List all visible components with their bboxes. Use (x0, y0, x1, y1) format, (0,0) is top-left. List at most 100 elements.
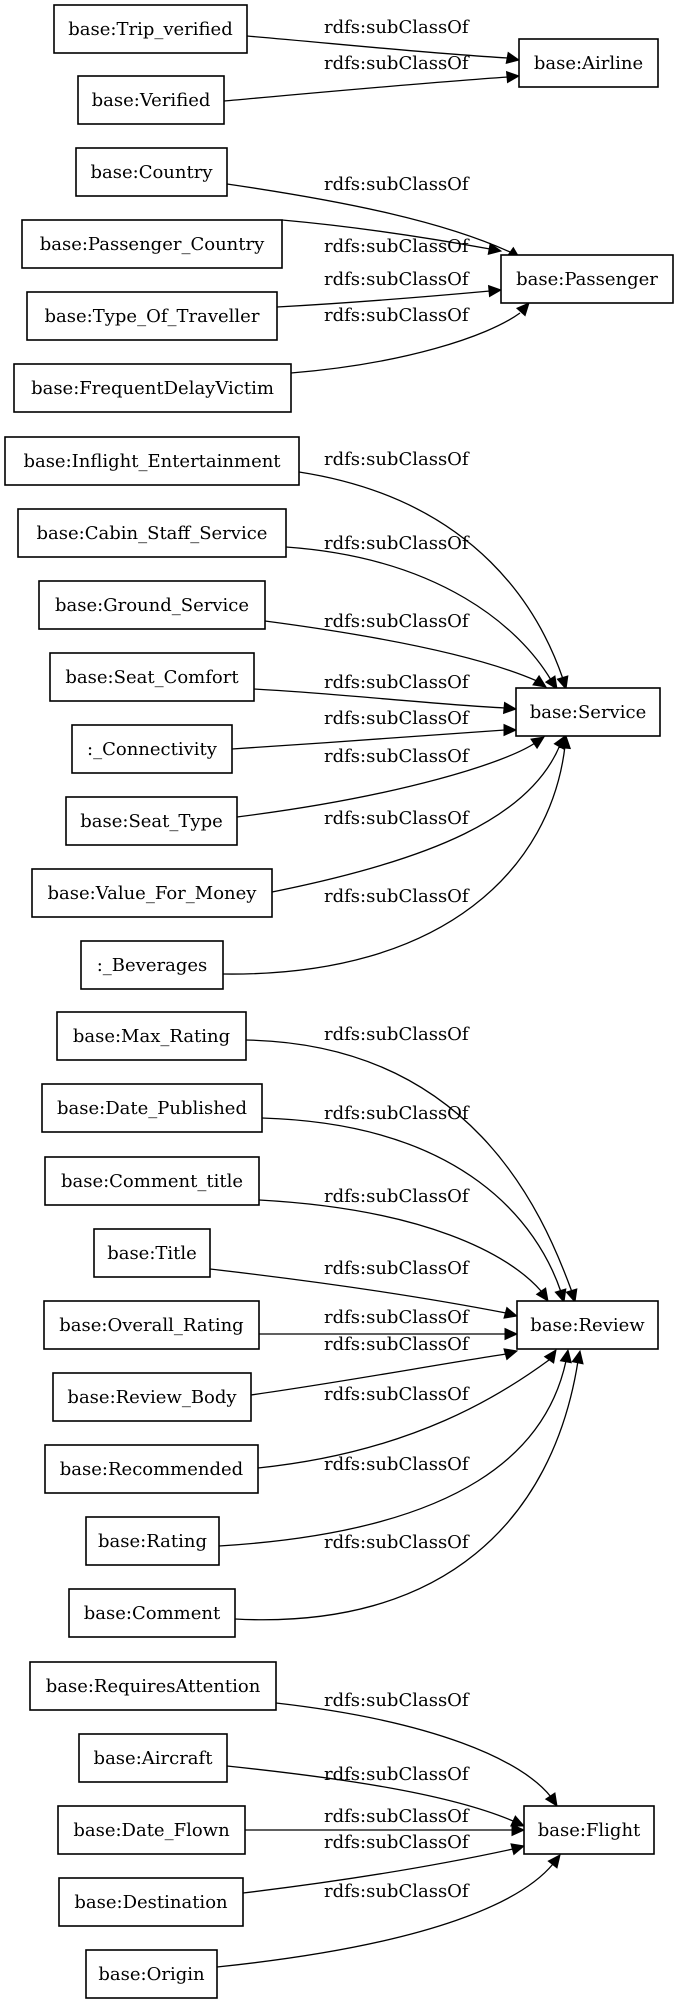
edge-label: rdfs:subClassOf (324, 1764, 470, 1785)
edge-line (218, 1360, 567, 1547)
edge-label: rdfs:subClassOf (324, 174, 470, 195)
edges-layer: rdfs:subClassOfrdfs:subClassOfrdfs:subCl… (209, 17, 584, 1968)
node-label: base:Title (107, 1243, 197, 1264)
node-service: base:Service (515, 687, 661, 737)
edge-line (234, 1360, 579, 1621)
node-label: base:Max_Rating (73, 1026, 230, 1047)
edge-label: rdfs:subClassOf (324, 746, 470, 767)
edge-line (275, 1702, 552, 1798)
edge-review_body-to-review: rdfs:subClassOf (250, 1334, 519, 1396)
edge-line (290, 312, 521, 374)
node-box (44, 1444, 259, 1494)
node-box (17, 508, 287, 558)
edge-comment-to-review: rdfs:subClassOf (234, 1349, 584, 1621)
node-ground-service: base:Ground_Service (38, 580, 266, 630)
node-box (38, 580, 266, 630)
node-passenger: base:Passenger (500, 254, 674, 304)
edge-recommended-to-review: rdfs:subClassOf (257, 1349, 557, 1469)
edge-title-to-review: rdfs:subClassOf (209, 1258, 519, 1319)
arrowhead-icon (515, 302, 530, 317)
node-label: base:Destination (74, 1892, 228, 1913)
edge-ground_service-to-service: rdfs:subClassOf (264, 611, 547, 688)
node-label: base:Overall_Rating (59, 1315, 243, 1336)
node-label: base:Review_Body (67, 1387, 237, 1408)
edge-line (257, 1359, 550, 1469)
arrowhead-icon (503, 1306, 519, 1319)
node-box (516, 1300, 659, 1350)
edge-label: rdfs:subClassOf (324, 672, 470, 693)
node-label: base:Date_Flown (73, 1820, 230, 1841)
edge-label: rdfs:subClassOf (324, 1384, 470, 1405)
edge-frequent_delay_victim-to-passenger: rdfs:subClassOf (290, 302, 530, 374)
arrowhead-icon (511, 1823, 526, 1837)
node-label: base:Recommended (60, 1459, 243, 1480)
node-box (57, 1805, 246, 1855)
edge-value_for_money-to-service: rdfs:subClassOf (271, 734, 566, 893)
arrowhead-icon (503, 1348, 519, 1361)
arrowhead-icon (554, 1288, 567, 1304)
arrowhead-icon (535, 1287, 549, 1302)
node-label: base:Value_For_Money (48, 883, 258, 904)
edge-label: rdfs:subClassOf (324, 1690, 470, 1711)
node-box (44, 1156, 260, 1206)
node-origin: base:Origin (85, 1949, 218, 1999)
edge-comment_title-to-review: rdfs:subClassOf (258, 1186, 549, 1302)
edge-verified-to-airline: rdfs:subClassOf (223, 53, 521, 102)
edge-label: rdfs:subClassOf (324, 1334, 470, 1355)
edge-label: rdfs:subClassOf (324, 708, 470, 729)
edge-connectivity-to-service: rdfs:subClassOf (231, 708, 518, 750)
arrowhead-icon (505, 70, 521, 84)
node-seat-comfort: base:Seat_Comfort (49, 652, 255, 702)
edge-origin-to-flight: rdfs:subClassOf (216, 1854, 561, 1968)
edge-label: rdfs:subClassOf (324, 1532, 470, 1553)
arrowhead-icon (565, 1288, 578, 1304)
edge-line (223, 76, 509, 102)
edge-line (209, 1268, 507, 1314)
arrowhead-icon (544, 1792, 558, 1807)
node-label: base:RequiresAttention (46, 1676, 261, 1697)
node-label: base:Country (90, 162, 213, 183)
arrowhead-icon (530, 736, 545, 750)
edge-label: rdfs:subClassOf (324, 1881, 470, 1902)
edge-label: rdfs:subClassOf (324, 305, 470, 326)
node-overall-rating: base:Overall_Rating (43, 1300, 260, 1350)
node-box (58, 1877, 244, 1927)
arrowhead-icon (532, 674, 547, 688)
edge-line (261, 1117, 562, 1293)
edge-line (226, 1765, 514, 1822)
node-box (85, 1949, 218, 1999)
node-label: base:Trip_verified (68, 19, 232, 40)
edge-overall_rating-to-review: rdfs:subClassOf (258, 1307, 519, 1341)
arrowhead-icon (558, 734, 572, 750)
edge-label: rdfs:subClassOf (324, 236, 470, 257)
edge-cabin_staff_service-to-service: rdfs:subClassOf (285, 533, 558, 690)
node-max-rating: base:Max_Rating (56, 1011, 247, 1061)
node-label: base:Inflight_Entertainment (23, 451, 281, 472)
node-box (13, 363, 292, 413)
node-connectivity: :_Connectivity (71, 724, 233, 774)
edge-label: rdfs:subClassOf (324, 1024, 470, 1045)
node-airline: base:Airline (518, 38, 659, 88)
edge-seat_type-to-service: rdfs:subClassOf (236, 736, 545, 818)
edge-label: rdfs:subClassOf (324, 1307, 470, 1328)
node-box (53, 4, 248, 54)
node-frequent-delay-victim: base:FrequentDelayVictim (13, 363, 292, 413)
edge-destination-to-flight: rdfs:subClassOf (242, 1832, 526, 1894)
node-recommended: base:Recommended (44, 1444, 259, 1494)
edge-line (281, 219, 491, 250)
node-box (4, 436, 300, 486)
node-box (71, 724, 233, 774)
node-box (56, 1011, 247, 1061)
node-box (518, 38, 659, 88)
edge-aircraft-to-flight: rdfs:subClassOf (226, 1764, 526, 1827)
node-label: base:Rating (98, 1531, 207, 1552)
edge-passenger_country-to-passenger: rdfs:subClassOf (281, 219, 503, 257)
node-type-of-traveller: base:Type_Of_Traveller (26, 291, 278, 341)
node-label: base:Passenger_Country (40, 234, 265, 255)
node-box (49, 652, 255, 702)
node-box (75, 147, 228, 197)
edge-label: rdfs:subClassOf (324, 1258, 470, 1279)
edge-label: rdfs:subClassOf (324, 886, 470, 907)
node-date-published: base:Date_Published (41, 1083, 263, 1133)
